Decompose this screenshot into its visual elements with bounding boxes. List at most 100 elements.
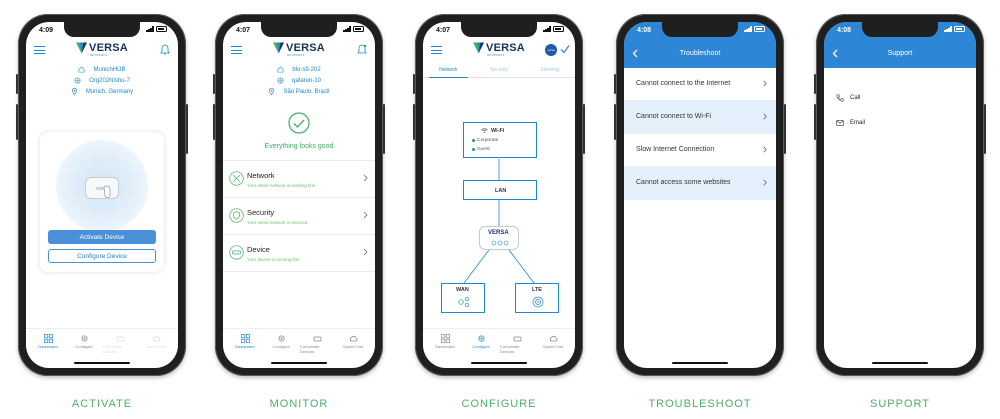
chevron-right-icon	[363, 211, 368, 219]
status-message: Everything looks good	[264, 143, 334, 150]
status-bar: 4:08	[824, 22, 976, 40]
brand-name: VERSA	[486, 42, 525, 54]
lte-box[interactable]: LTE	[515, 283, 559, 313]
nav-dashboard[interactable]: Dashboard	[31, 334, 65, 368]
back-arrow-icon[interactable]	[832, 49, 838, 58]
nav-dashboard[interactable]: Dashboard	[228, 334, 262, 368]
row-subtitle: Your device is running fine	[247, 257, 300, 262]
gear-icon	[81, 335, 87, 342]
save-check-icon[interactable]	[560, 44, 570, 54]
nav-label: Dashboard	[235, 344, 255, 349]
versa-v-icon	[273, 42, 285, 54]
versa-v-icon	[76, 42, 88, 54]
nav-configure[interactable]: Configure	[264, 334, 298, 368]
status-bar: 4:09	[26, 22, 178, 40]
status-time: 4:07	[436, 27, 451, 34]
nav-speed-test[interactable]: Speed Test	[336, 334, 370, 368]
devices-icon	[116, 336, 124, 342]
brand-sub: NETWORKS	[487, 54, 505, 57]
phone-configure: 4:07 VERSA NETWORKS versa Network Securi…	[413, 14, 585, 376]
org-name: Org202Nishu-7	[89, 77, 130, 84]
lte-label: LTE	[532, 287, 542, 293]
battery-icon	[754, 26, 765, 32]
versa-logo: VERSA NETWORKS	[273, 42, 325, 57]
signal-icon	[146, 26, 154, 32]
battery-icon	[954, 26, 965, 32]
tab-security[interactable]: Security	[489, 67, 509, 73]
activate-device-button[interactable]: Activate Device	[48, 230, 156, 244]
lan-box[interactable]: LAN	[463, 180, 537, 200]
device-row[interactable]: Device Your device is running fine	[223, 235, 375, 272]
chevron-right-icon	[763, 80, 767, 87]
network-row[interactable]: Network Your entire network is working f…	[223, 161, 375, 198]
email-option[interactable]: Email	[836, 119, 865, 127]
call-option[interactable]: Call	[836, 94, 860, 102]
nav-speed-test[interactable]: Speed Test	[536, 334, 570, 368]
home-indicator	[471, 361, 527, 364]
network-diagram: Wi-Fi Corporate Guest LAN VERSA WAN LTE	[423, 78, 575, 318]
avatar[interactable]: versa	[545, 44, 557, 56]
signal-icon	[944, 26, 952, 32]
caption-configure: CONFIGURE	[461, 398, 537, 410]
nav-speed-test[interactable]: Speed Test	[139, 334, 173, 368]
chevron-right-icon	[363, 174, 368, 182]
menu-icon[interactable]	[34, 46, 45, 57]
nav-connected-devices[interactable]: Connected Devices	[103, 334, 137, 368]
troubleshoot-screen: Troubleshoot 4:08 Cannot connect to the …	[624, 22, 776, 368]
versa-logo: VERSA NETWORKS	[76, 42, 128, 57]
caption-support: SUPPORT	[870, 398, 930, 410]
dashboard-icon	[240, 334, 250, 343]
gear-icon	[278, 335, 284, 342]
bottom-nav: Dashboard Configure Connected Devices Sp…	[223, 328, 375, 368]
configure-device-button[interactable]: Configure Device	[48, 249, 156, 263]
row-title: Device	[247, 245, 270, 254]
row-subtitle: Your entire network is secured	[247, 220, 308, 225]
phone-troubleshoot: Troubleshoot 4:08 Cannot connect to the …	[614, 14, 786, 376]
status-time: 4:08	[637, 27, 652, 34]
site-name: MunichHUB	[93, 66, 126, 73]
nav-label: Configure	[472, 344, 490, 349]
list-item[interactable]: Cannot access some websites	[624, 167, 776, 200]
wifi-box[interactable]: Wi-Fi Corporate Guest	[463, 122, 537, 158]
site-name: blo-s9-202	[292, 66, 321, 73]
menu-icon[interactable]	[431, 46, 442, 57]
menu-icon[interactable]	[231, 46, 242, 57]
devices-icon	[313, 336, 321, 342]
nav-configure[interactable]: Configure	[464, 334, 498, 368]
wifi-icon	[481, 128, 488, 133]
bell-icon[interactable]	[160, 44, 170, 55]
tab-steering[interactable]: Steering	[540, 67, 559, 73]
wan-box[interactable]: WAN	[441, 283, 485, 313]
list-item[interactable]: Cannot connect to Wi-Fi	[624, 101, 776, 134]
row-title: Security	[247, 208, 275, 217]
nav-connected-devices[interactable]: Connected Devices	[500, 334, 534, 368]
issue-list: Cannot connect to the Internet Cannot co…	[624, 68, 776, 200]
nav-label: Connected Devices	[500, 344, 520, 354]
bottom-nav: Dashboard Configure Connected Devices Sp…	[423, 328, 575, 368]
diagram-links	[463, 159, 535, 284]
row-title: Network	[247, 171, 275, 180]
home-indicator	[271, 361, 327, 364]
back-arrow-icon[interactable]	[632, 49, 638, 58]
nav-dashboard[interactable]: Dashboard	[428, 334, 462, 368]
monitor-screen: 4:07 VERSA NETWORKS blo-s9-202 qafarun-1…	[223, 22, 375, 368]
app-header: VERSA NETWORKS	[26, 40, 178, 62]
tab-network[interactable]: Network	[423, 64, 474, 78]
list-item[interactable]: Cannot connect to the Internet	[624, 68, 776, 101]
caption-troubleshoot: TROUBLESHOOT	[648, 398, 752, 410]
support-screen: Support 4:08 Call Email	[824, 22, 976, 368]
location-pin-icon	[269, 88, 275, 95]
phone-monitor: 4:07 VERSA NETWORKS blo-s9-202 qafarun-1…	[213, 14, 385, 376]
bell-icon[interactable]	[357, 44, 367, 55]
nav-label: Configure	[75, 344, 93, 349]
battery-icon	[553, 26, 564, 32]
gear-icon	[478, 335, 484, 342]
security-row[interactable]: Security Your entire network is secured	[223, 198, 375, 235]
nav-connected-devices[interactable]: Connected Devices	[300, 334, 334, 368]
dashboard-icon	[440, 334, 450, 343]
nav-label: Speed Test	[543, 344, 563, 349]
wan-label: WAN	[456, 287, 469, 293]
nav-configure[interactable]: Configure	[67, 334, 101, 368]
list-item[interactable]: Slow Internet Connection	[624, 134, 776, 167]
versa-device[interactable]: VERSA	[479, 226, 519, 250]
